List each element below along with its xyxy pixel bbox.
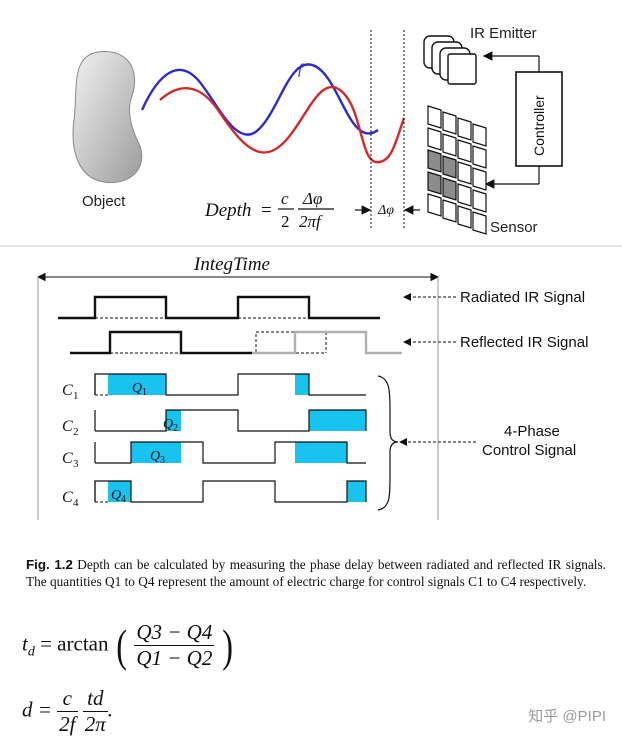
charge-fill xyxy=(295,374,309,395)
control-label-index: 2 xyxy=(73,426,79,438)
phase-brace xyxy=(377,375,399,511)
tof-diagram: Object f Δφ Depth = c 2 Δφ 2πf IR Emitte… xyxy=(0,25,622,520)
control-label-index: 1 xyxy=(73,390,79,402)
sensor-pixel xyxy=(442,133,457,157)
charge-fill xyxy=(108,481,131,502)
equation-td-fraction: Q3 − Q4 Q1 − Q2 xyxy=(134,620,215,671)
control-waveform xyxy=(94,373,366,396)
sensor-pixel xyxy=(457,183,472,207)
equation-d-dot: . xyxy=(107,697,114,722)
control-label: C xyxy=(62,489,73,506)
frequency-label: f xyxy=(298,62,304,78)
object-shape xyxy=(72,51,143,184)
phase-label-2: Control Signal xyxy=(482,442,576,459)
sensor-pixel xyxy=(442,155,457,179)
radiated-signal xyxy=(58,295,380,320)
radiated-wave xyxy=(140,63,379,136)
reflected-label: Reflected IR Signal xyxy=(460,334,588,351)
sensor-pixel xyxy=(442,111,457,135)
charge-fill xyxy=(309,410,366,431)
figure-number: Fig. 1.2 xyxy=(26,557,73,572)
sensor-grid xyxy=(427,105,487,235)
charge-label-index: 4 xyxy=(121,494,126,505)
control-label-index: 3 xyxy=(73,458,79,470)
sensor-pixel xyxy=(442,199,457,223)
sensor-pixel xyxy=(427,171,442,195)
control-label: C xyxy=(62,450,73,467)
reflected-signal-dashed xyxy=(252,331,295,354)
controller-box xyxy=(515,71,563,167)
equation-d-td: td xyxy=(82,686,108,712)
sensor-label: Sensor xyxy=(490,219,538,236)
object-label: Object xyxy=(82,193,126,210)
charge-label-index: 1 xyxy=(142,387,147,398)
reflected-signal xyxy=(70,330,252,355)
charge-label-index: 2 xyxy=(173,423,178,434)
charge-fill xyxy=(166,410,181,431)
reflected-wave xyxy=(159,86,406,164)
phase-label-1: 4-Phase xyxy=(504,423,560,440)
integ-time-label: IntegTime xyxy=(193,254,270,275)
ir-emitter-icon xyxy=(423,35,477,85)
equation-td-lhs: t xyxy=(22,631,28,656)
charge-fill xyxy=(108,374,166,395)
control-label-index: 4 xyxy=(73,497,79,509)
depth-formula-lhs: Depth xyxy=(204,200,251,221)
delta-phi-label: Δφ xyxy=(377,203,394,218)
equation-td-sub: d xyxy=(27,644,35,660)
sensor-pixel xyxy=(457,117,472,141)
sensor-pixel xyxy=(472,211,487,235)
equation-td-op: = arctan xyxy=(40,631,109,656)
depth-formula-num: Δφ xyxy=(302,189,322,208)
depth-formula-2: 2 xyxy=(281,212,290,231)
equation-td-den: Q1 − Q2 xyxy=(136,646,213,670)
equation-d: d = c 2f td 2π . xyxy=(22,686,113,737)
equation-d-c: c xyxy=(57,686,78,712)
figure-caption-text: Depth can be calculated by measuring the… xyxy=(26,557,606,589)
control-label: C xyxy=(62,418,73,435)
charge-label: Q xyxy=(111,488,121,503)
sensor-pixel xyxy=(442,177,457,201)
sensor-pixel xyxy=(457,161,472,185)
depth-formula-c: c xyxy=(281,189,289,208)
sensor-pixel xyxy=(457,205,472,229)
depth-formula-den: 2πf xyxy=(299,212,323,231)
charge-fill xyxy=(295,442,347,463)
watermark: 知乎 @PIPI xyxy=(528,708,606,725)
depth-formula-eq: = xyxy=(261,200,272,221)
sensor-pixel xyxy=(472,189,487,213)
equation-d-2f: 2f xyxy=(59,712,76,736)
equation-td: td = arctan ( Q3 − Q4 Q1 − Q2 ) xyxy=(22,619,233,671)
equation-td-num: Q3 − Q4 xyxy=(134,620,215,646)
radiated-label: Radiated IR Signal xyxy=(460,289,585,306)
charge-label: Q xyxy=(163,417,173,432)
sensor-pixel xyxy=(427,193,442,217)
control-waveform xyxy=(95,441,366,464)
ir-emitter-label: IR Emitter xyxy=(470,25,537,42)
sensor-pixel xyxy=(472,167,487,191)
control-waveform xyxy=(94,480,367,503)
figure-caption: Fig. 1.2 Depth can be calculated by meas… xyxy=(26,556,606,590)
sensor-pixel xyxy=(472,145,487,169)
equation-d-2pi: 2π xyxy=(84,712,106,736)
sensor-pixel xyxy=(472,123,487,147)
charge-fill xyxy=(131,442,181,463)
equation-d-lhs: d = xyxy=(22,697,52,722)
control-label: C xyxy=(62,382,73,399)
equation-d-frac-2: td 2π xyxy=(82,686,108,737)
sensor-pixel xyxy=(427,105,442,129)
sensor-pixel xyxy=(427,149,442,173)
control-waveform xyxy=(95,409,367,432)
reflected-signal-gray xyxy=(252,330,402,355)
charge-label-index: 3 xyxy=(160,455,165,466)
charge-label: Q xyxy=(132,381,142,396)
charge-fill xyxy=(347,481,366,502)
sensor-pixel xyxy=(427,127,442,151)
charge-label: Q xyxy=(150,449,160,464)
sensor-pixel xyxy=(457,139,472,163)
controller-label: Controller xyxy=(531,95,547,156)
equation-d-frac-1: c 2f xyxy=(57,686,78,737)
